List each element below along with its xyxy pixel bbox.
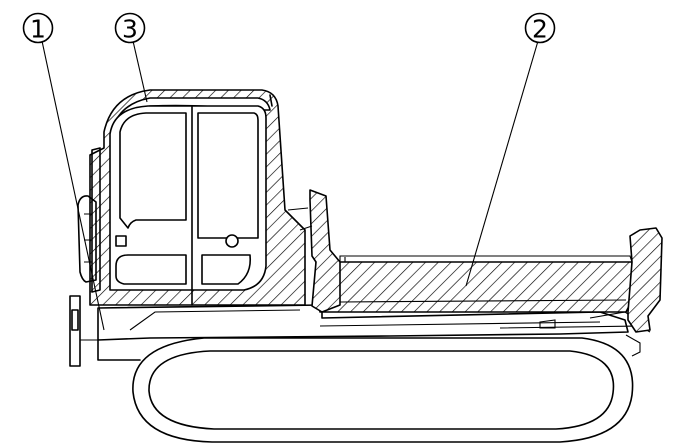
callout-3-label: 3: [122, 15, 138, 44]
callout-2: 2: [524, 12, 556, 44]
callout-1-label: 1: [30, 15, 46, 44]
callout-2-label: 2: [532, 15, 548, 44]
cabin: [77, 89, 306, 306]
chassis: [69, 295, 651, 367]
dump-body: [287, 189, 663, 333]
crawler-track: [132, 334, 641, 443]
callout-3: 3: [114, 12, 146, 44]
leader-lines: [41, 40, 539, 331]
callout-1: 1: [22, 12, 54, 44]
